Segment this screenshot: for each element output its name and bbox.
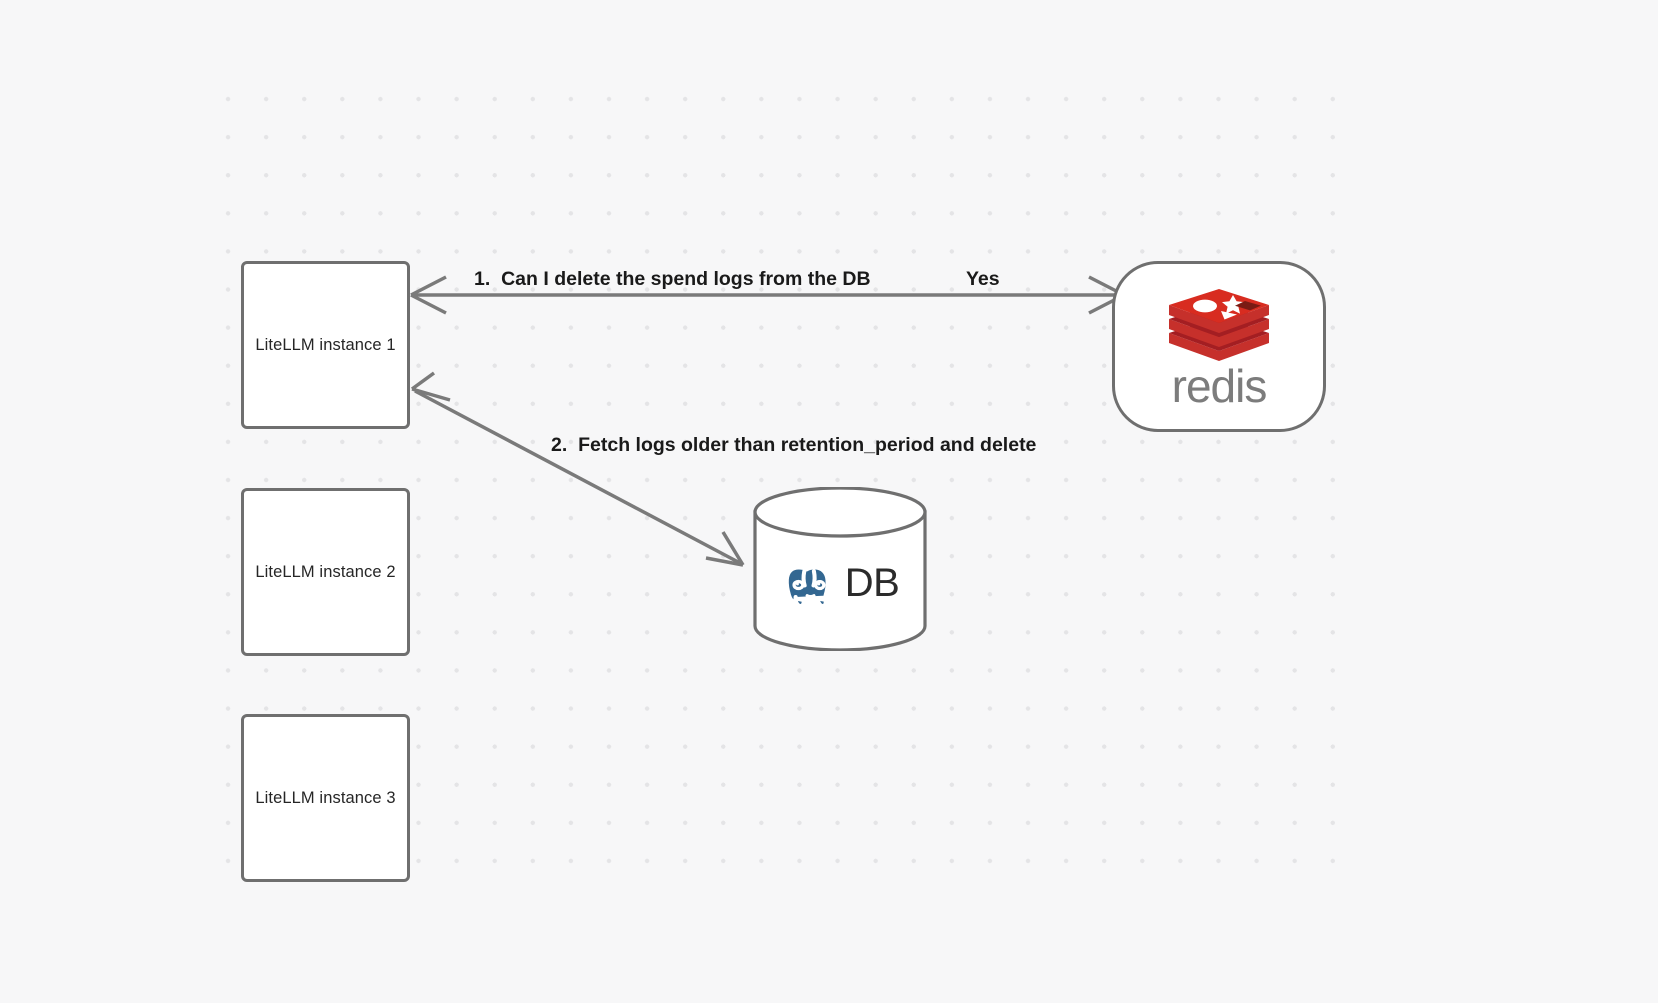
database-label: DB bbox=[844, 561, 900, 605]
node-litellm-instance-2[interactable]: LiteLLM instance 2 bbox=[241, 488, 410, 656]
node-database[interactable]: DB bbox=[752, 487, 928, 651]
node-litellm-instance-1-label: LiteLLM instance 1 bbox=[255, 335, 396, 354]
edge-label-step-2: 2. Fetch logs older than retention_perio… bbox=[551, 434, 1037, 456]
redis-wordmark: redis bbox=[1172, 365, 1268, 409]
postgresql-elephant-icon bbox=[784, 565, 830, 609]
node-litellm-instance-3[interactable]: LiteLLM instance 3 bbox=[241, 714, 410, 882]
node-litellm-instance-2-label: LiteLLM instance 2 bbox=[255, 562, 396, 581]
node-redis[interactable]: redis bbox=[1112, 261, 1326, 432]
node-litellm-instance-1[interactable]: LiteLLM instance 1 bbox=[241, 261, 410, 429]
edge-label-step-1-answer: Yes bbox=[966, 268, 1000, 290]
redis-logo-icon bbox=[1169, 288, 1269, 361]
svg-text:redis: redis bbox=[1172, 365, 1267, 409]
edge-label-step-1: 1. Can I delete the spend logs from the … bbox=[474, 268, 871, 290]
cylinder-shape bbox=[753, 487, 927, 651]
node-litellm-instance-3-label: LiteLLM instance 3 bbox=[255, 788, 396, 807]
edge-db-to-litellm1 bbox=[410, 371, 745, 567]
